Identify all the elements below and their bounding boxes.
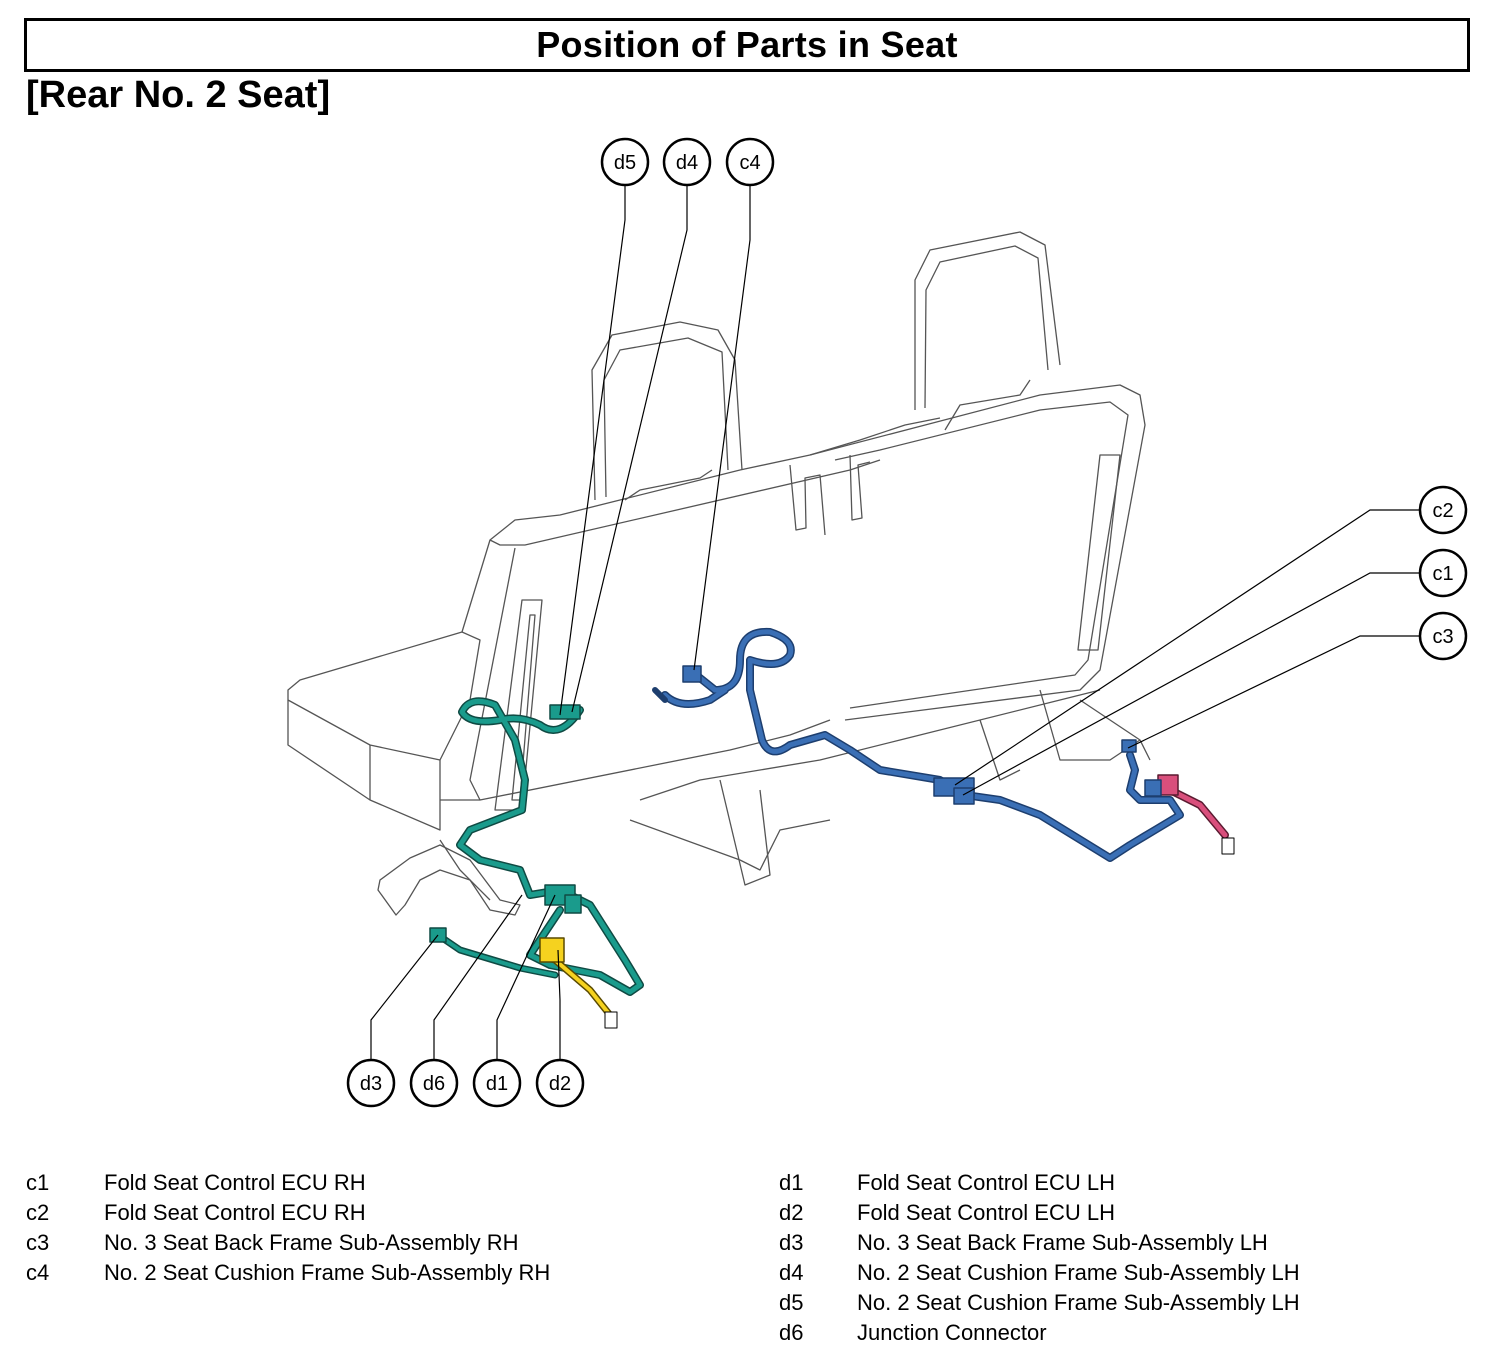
legend-label: Junction Connector xyxy=(857,1320,1047,1345)
page-title: Position of Parts in Seat xyxy=(536,24,958,65)
legend-label: No. 2 Seat Cushion Frame Sub-Assembly RH xyxy=(104,1260,551,1285)
seat-outline xyxy=(287,231,1151,916)
callout-d5: d5 xyxy=(600,137,650,187)
callout-d4-label: d4 xyxy=(676,152,698,174)
legend-code: d4 xyxy=(779,1260,804,1285)
callout-d1: d1 xyxy=(472,1058,522,1108)
legend-code: c3 xyxy=(26,1230,50,1255)
legend-label: No. 3 Seat Back Frame Sub-Assembly RH xyxy=(104,1230,519,1255)
legend-row: d3 No. 3 Seat Back Frame Sub-Assembly LH xyxy=(779,1228,1300,1258)
callout-d2-label: d2 xyxy=(549,1073,571,1095)
callout-circles: d5 d4 c4 c2 c1 c3 d3 d6 xyxy=(346,137,1468,1108)
callout-c3-label: c3 xyxy=(1432,626,1453,648)
seat-diagram: d5 d4 c4 c2 c1 c3 d3 d6 xyxy=(287,137,1468,1108)
legend-code: c1 xyxy=(26,1170,50,1195)
callout-d2: d2 xyxy=(535,1058,585,1108)
legend-label: Fold Seat Control ECU LH xyxy=(857,1200,1115,1225)
legend-code: c4 xyxy=(26,1260,50,1285)
legend-label: Fold Seat Control ECU RH xyxy=(104,1200,366,1225)
legend-label: Fold Seat Control ECU RH xyxy=(104,1170,366,1195)
legend-label: No. 2 Seat Cushion Frame Sub-Assembly LH xyxy=(857,1290,1300,1315)
legend-code: d3 xyxy=(779,1230,804,1255)
callout-c4: c4 xyxy=(725,137,775,187)
legend-row: c1 Fold Seat Control ECU RH xyxy=(26,1168,550,1198)
legend-row: d5 No. 2 Seat Cushion Frame Sub-Assembly … xyxy=(779,1288,1300,1318)
callout-c4-label: c4 xyxy=(739,152,760,174)
legend-row: d2 Fold Seat Control ECU LH xyxy=(779,1198,1300,1228)
callout-c1-label: c1 xyxy=(1432,563,1453,585)
legend-code: d2 xyxy=(779,1200,804,1225)
callout-c2-label: c2 xyxy=(1432,500,1453,522)
callout-d1-label: d1 xyxy=(486,1073,508,1095)
harness-lh xyxy=(429,697,644,1029)
legend-label: No. 3 Seat Back Frame Sub-Assembly LH xyxy=(857,1230,1268,1255)
leader-lines xyxy=(370,186,1420,1060)
legend-code: d5 xyxy=(779,1290,804,1315)
legend-row: c2 Fold Seat Control ECU RH xyxy=(26,1198,550,1228)
page-title-box: Position of Parts in Seat xyxy=(24,18,1470,72)
callout-d5-label: d5 xyxy=(614,152,636,174)
legend-row: c3 No. 3 Seat Back Frame Sub-Assembly RH xyxy=(26,1228,550,1258)
legend-label: No. 2 Seat Cushion Frame Sub-Assembly LH xyxy=(857,1260,1300,1285)
callout-d6-label: d6 xyxy=(423,1073,445,1095)
legend-code: d1 xyxy=(779,1170,804,1195)
legend-code: d6 xyxy=(779,1320,804,1345)
callout-d3-label: d3 xyxy=(360,1073,382,1095)
legend-row: c4 No. 2 Seat Cushion Frame Sub-Assembly … xyxy=(26,1258,550,1288)
callout-d4: d4 xyxy=(662,137,712,187)
legend-code: c2 xyxy=(26,1200,50,1225)
callout-c2: c2 xyxy=(1418,485,1468,535)
legend-row: d4 No. 2 Seat Cushion Frame Sub-Assembly … xyxy=(779,1258,1300,1288)
callout-d3: d3 xyxy=(346,1058,396,1108)
callout-c3: c3 xyxy=(1418,611,1468,661)
legend-label: Fold Seat Control ECU LH xyxy=(857,1170,1115,1195)
callout-d6: d6 xyxy=(409,1058,459,1108)
legend-row: d6 Junction Connector xyxy=(779,1318,1300,1348)
legend-row: d1 Fold Seat Control ECU LH xyxy=(779,1168,1300,1198)
callout-c1: c1 xyxy=(1418,548,1468,598)
page-subtitle: [Rear No. 2 Seat] xyxy=(26,74,331,116)
harness-rh xyxy=(652,627,1235,862)
